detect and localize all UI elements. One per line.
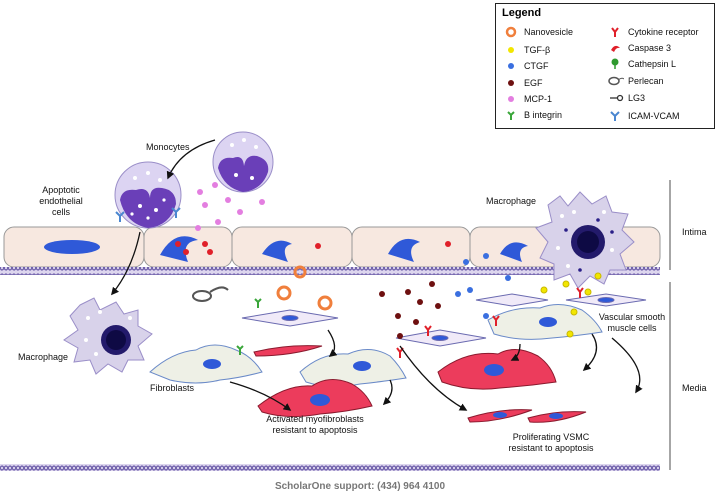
legend-label-cytokine-receptor: Cytokine receptor <box>628 27 699 37</box>
integrin-receptors <box>236 298 262 355</box>
legend-box: Legend Nanovesicle TGF-β CTGF EGF MCP-1 … <box>495 3 715 129</box>
caspase3-molecules <box>175 241 451 255</box>
legend-item-cytokine-receptor: Cytokine receptor <box>608 26 699 38</box>
cytokine-receptor-icon <box>611 27 619 37</box>
label-intima: Intima <box>682 227 707 237</box>
basement-membrane-top <box>0 267 660 275</box>
legend-label-nanovesicle: Nanovesicle <box>524 27 574 37</box>
legend-item-b-integrin: B integrin <box>504 109 562 121</box>
legend-label-b-integrin: B integrin <box>524 110 563 120</box>
macrophage-intima <box>535 191 635 289</box>
macrophage-media <box>63 297 153 375</box>
legend-label-tgf-beta: TGF-β <box>524 45 551 55</box>
legend-item-nanovesicle: Nanovesicle <box>504 26 573 38</box>
label-myofibroblasts-line-2: resistant to apoptosis <box>272 425 358 435</box>
ctgf-icon <box>508 63 514 69</box>
legend-title: Legend <box>502 7 542 19</box>
legend-item-mcp1: MCP-1 <box>504 93 552 105</box>
tgf-beta-molecules <box>540 272 602 338</box>
label-macrophage-top: Macrophage <box>486 196 537 206</box>
support-footer: ScholarOne support: (434) 964 4100 <box>274 481 446 492</box>
legend-item-perlecan: Perlecan <box>608 75 664 87</box>
apoptotic-endothelial-cell <box>114 161 182 229</box>
ctgf-molecules <box>455 253 511 319</box>
mcp1-icon <box>508 96 514 102</box>
label-activated-myofibroblasts: Activated myofibroblasts resistant to ap… <box>240 414 390 436</box>
legend-item-cathepsin-l: Cathepsin L <box>608 58 676 70</box>
icam-vcam-icon <box>610 111 620 121</box>
legend-item-icam-vcam: ICAM-VCAM <box>608 110 680 122</box>
perlecan-molecule <box>192 286 229 302</box>
label-apoptotic-line-3: cells <box>51 207 70 217</box>
nanovesicle-icon <box>505 26 517 38</box>
legend-item-egf: EGF <box>504 77 543 89</box>
legend-label-ctgf: CTGF <box>524 61 549 71</box>
label-proliferating-line-2: resistant to apoptosis <box>508 443 594 453</box>
smooth-muscle-lozenges <box>241 293 647 347</box>
label-media: Media <box>682 383 707 393</box>
legend-label-cathepsin-l: Cathepsin L <box>628 59 677 69</box>
label-macrophage-left: Macrophage <box>18 352 69 362</box>
icam-vcam <box>115 207 181 222</box>
lg3-icon <box>610 94 624 102</box>
legend-label-mcp1: MCP-1 <box>524 94 553 104</box>
legend-item-ctgf: CTGF <box>504 60 549 72</box>
label-vascular-smooth-muscle-cells: Vascular smooth muscle cells <box>592 312 672 334</box>
label-apoptotic-endothelial-cells: Apoptotic endothelial cells <box>26 185 96 218</box>
label-myofibroblasts-line-1: Activated myofibroblasts <box>266 414 364 424</box>
b-integrin-icon <box>507 111 515 120</box>
legend-label-caspase3: Caspase 3 <box>628 43 672 53</box>
label-fibroblasts: Fibroblasts <box>150 383 195 393</box>
legend-item-lg3: LG3 <box>608 92 645 104</box>
pathway-arrows <box>111 139 643 411</box>
label-apoptotic-line-1: Apoptotic <box>42 185 80 195</box>
myofibroblast-cells <box>253 345 587 423</box>
label-vsmc-line-1: Vascular smooth <box>598 312 666 322</box>
nanovesicles <box>276 265 333 311</box>
legend-label-perlecan: Perlecan <box>628 76 664 86</box>
legend-label-icam-vcam: ICAM-VCAM <box>628 111 680 121</box>
label-monocytes: Monocytes <box>146 142 190 152</box>
monocyte <box>212 131 274 193</box>
egf-icon <box>508 80 514 86</box>
cathepsin-l-icon <box>611 58 619 69</box>
perlecan-icon <box>608 76 624 86</box>
tgf-beta-icon <box>508 47 514 53</box>
label-proliferating-line-1: Proliferating VSMC <box>512 432 590 442</box>
mcp1-molecules <box>195 182 265 231</box>
label-vsmc-line-2: muscle cells <box>607 323 657 333</box>
legend-label-egf: EGF <box>524 78 543 88</box>
caspase3-icon <box>611 45 620 52</box>
basement-membrane-bottom <box>0 464 660 471</box>
label-proliferating-vsmc: Proliferating VSMC resistant to apoptosi… <box>486 432 616 454</box>
legend-item-tgf-beta: TGF-β <box>504 44 550 56</box>
fibroblast-cells <box>149 304 603 388</box>
label-apoptotic-line-2: endothelial <box>39 196 83 206</box>
egf-molecules <box>379 281 441 339</box>
legend-label-lg3: LG3 <box>628 93 646 103</box>
legend-item-caspase3: Caspase 3 <box>608 42 671 54</box>
